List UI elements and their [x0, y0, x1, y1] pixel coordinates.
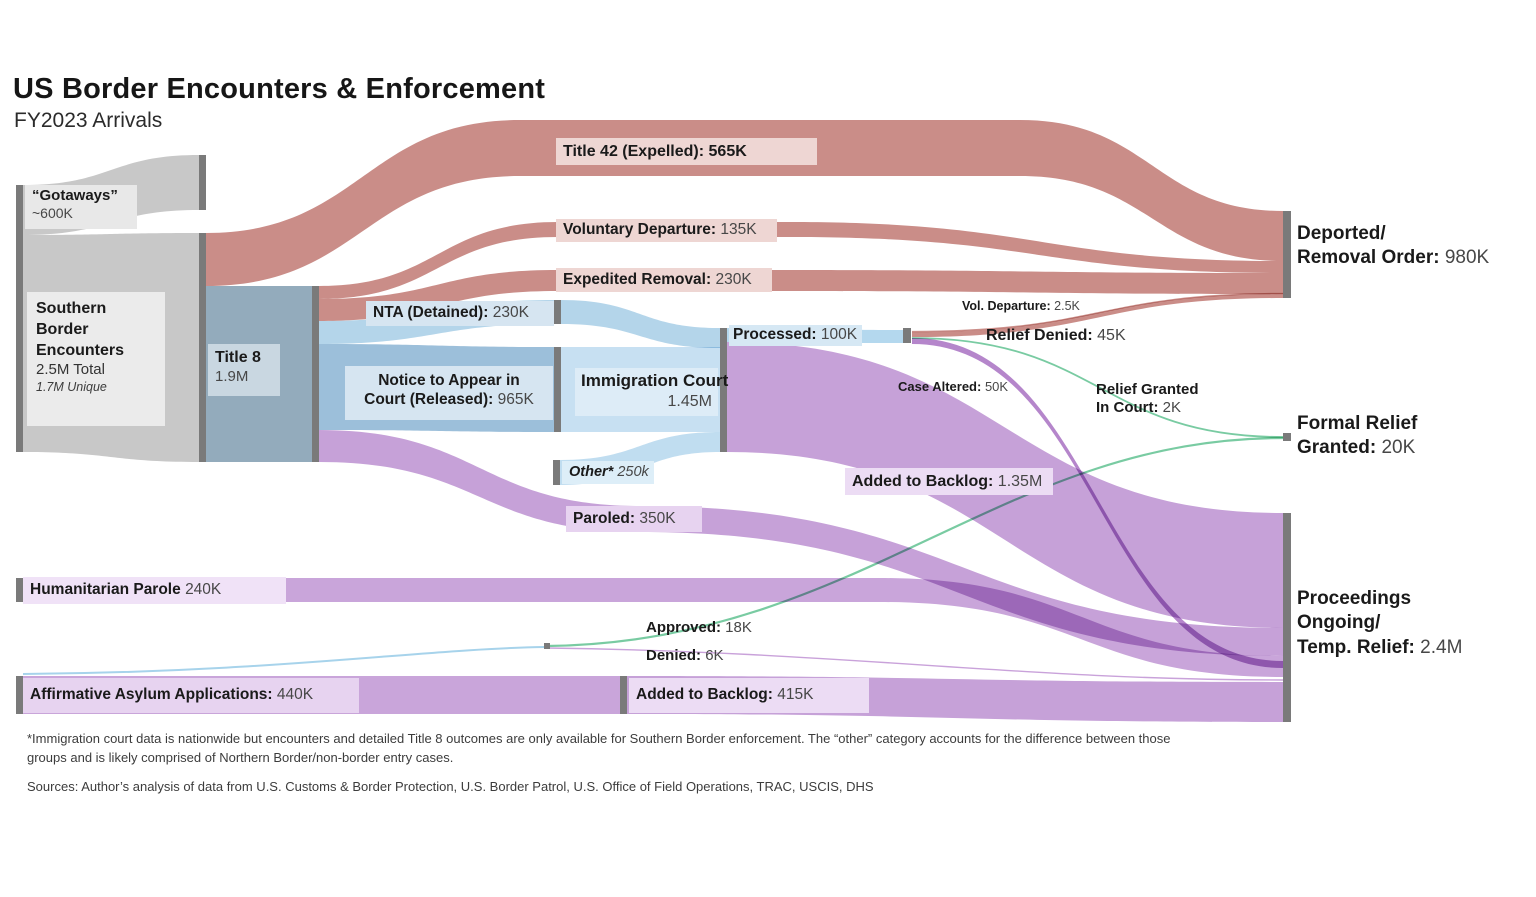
flow-humanitarian-parole [23, 578, 1283, 677]
flow-title42-expelled [206, 120, 1283, 286]
flow-paroled [319, 430, 1283, 656]
page-title: US Border Encounters & Enforcement [13, 73, 546, 105]
node-bar-notice-to-appear [554, 347, 561, 432]
label-humanitarian-parole: Humanitarian Parole 240K [23, 577, 286, 604]
label-approved: Approved: 18K [646, 619, 752, 636]
node-bar-title8 [312, 286, 319, 462]
label-expedited-removal: Expedited Removal: 230K [556, 268, 772, 292]
node-bar-proceedings [1283, 513, 1291, 722]
label-notice-to-appear: Notice to Appear in Court (Released): 96… [345, 366, 553, 420]
node-bar-backlog-asylum [620, 676, 627, 714]
node-bar-other [553, 460, 560, 485]
label-affirmative-asylum: Affirmative Asylum Applications: 440K [23, 678, 359, 713]
flow-vol-departure-line [911, 292, 1284, 333]
flow-nta-to-court [561, 300, 720, 348]
node-bar-processed [903, 328, 911, 343]
sources: Sources: Author’s analysis of data from … [27, 779, 874, 794]
label-processed: Processed: 100K [729, 325, 862, 346]
flow-relief-granted-line [911, 337, 1284, 438]
flow-relief-denied [912, 294, 1283, 337]
node-bar-immigration-court [720, 328, 727, 452]
node-bar-asylum-decision [544, 643, 550, 649]
label-proceedings: Proceedings Ongoing/ Temp. Relief: 2.4M [1297, 588, 1463, 658]
label-relief-granted-court: Relief Granted In Court: 2K [1096, 381, 1199, 417]
label-gotaways: “Gotaways” ~600K [25, 185, 137, 229]
label-deported: Deported/ Removal Order: 980K [1297, 223, 1490, 269]
label-relief-denied: Relief Denied: 45K [986, 327, 1126, 344]
label-title42: Title 42 (Expelled): 565K [556, 138, 817, 165]
footnote: *Immigration court data is nationwide bu… [27, 731, 1171, 765]
flow-approved-line [546, 436, 1284, 648]
flow-denied-line [546, 647, 1284, 681]
label-title8: Title 8 1.9M [208, 344, 280, 396]
label-denied: Denied: 6K [646, 647, 724, 664]
label-case-altered: Case Altered: 50K [898, 379, 1009, 394]
node-bar-deported [1283, 211, 1291, 298]
node-bar-nta-detained [554, 300, 561, 324]
node-bar-affirmative-asylum [16, 676, 23, 714]
flow-voluntary-departure [319, 222, 1283, 299]
label-added-backlog-court: Added to Backlog: 1.35M [845, 468, 1053, 495]
node-bar-southern-border [16, 185, 23, 452]
label-voluntary-departure: Voluntary Departure: 135K [556, 219, 777, 242]
flow-asylum-pending-line [22, 646, 546, 675]
label-southern-border: Southern Border Encounters 2.5M Total 1.… [27, 292, 165, 426]
label-vol-departure-small: Vol. Departure: 2.5K [962, 299, 1080, 313]
flow-case-altered [912, 338, 1283, 668]
node-bar-gotaways-end [199, 155, 206, 210]
label-other: Other* 250k [562, 461, 654, 484]
page-subtitle: FY2023 Arrivals [14, 109, 163, 132]
node-bar-humanitarian-parole [16, 578, 23, 602]
label-added-backlog-asylum: Added to Backlog: 415K [629, 678, 869, 713]
label-nta-detained: NTA (Detained): 230K [366, 301, 554, 326]
label-immigration-court: Immigration Court 1.45M [575, 368, 728, 416]
label-paroled: Paroled: 350K [566, 506, 702, 532]
node-bar-formal-relief [1283, 433, 1291, 441]
label-formal-relief: Formal Relief Granted: 20K [1297, 413, 1418, 459]
node-bar-encounters-junction [199, 233, 206, 462]
